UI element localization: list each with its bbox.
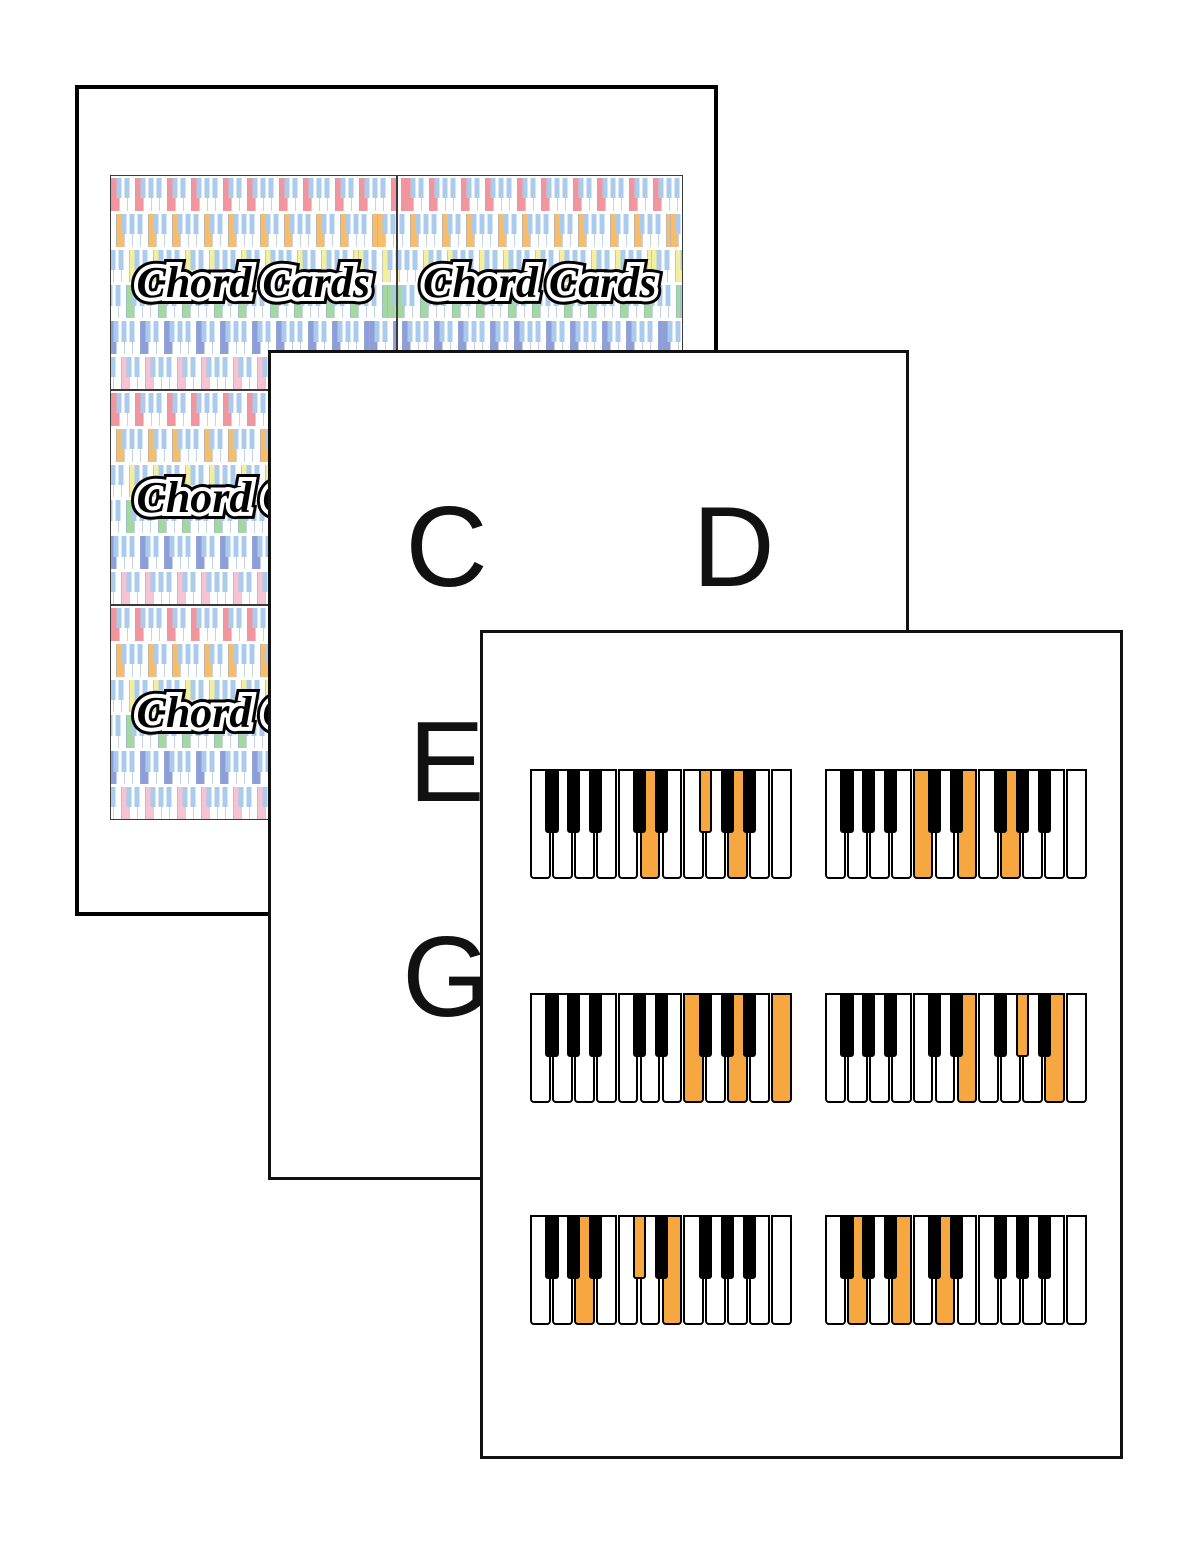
chord-letter-cell: G xyxy=(303,870,590,1085)
piano-pattern-stripe xyxy=(397,176,682,212)
black-key xyxy=(698,993,712,1057)
card-title-text: Chord Cards xyxy=(419,256,661,308)
piano-pattern-stripe xyxy=(397,283,682,320)
black-key xyxy=(567,769,581,833)
black-key-highlighted xyxy=(1015,993,1029,1057)
chord-letter: C xyxy=(405,483,488,611)
black-key xyxy=(949,993,964,1057)
white-key-highlighted xyxy=(771,993,792,1103)
black-key xyxy=(1037,993,1051,1057)
black-key xyxy=(949,769,964,833)
black-key xyxy=(698,1215,712,1279)
piano-pattern-stripe xyxy=(397,247,682,284)
black-key xyxy=(720,769,734,833)
piano-pattern-stripe xyxy=(111,247,396,284)
black-key xyxy=(884,1215,898,1279)
chord-keyboard-top-right xyxy=(825,769,1088,879)
chord-keyboard-middle-right xyxy=(825,993,1088,1103)
black-key xyxy=(742,769,756,833)
black-key xyxy=(862,993,876,1057)
black-key xyxy=(1015,1215,1029,1279)
page-chord-keyboards xyxy=(480,630,1123,1459)
piano-pattern-black-keys xyxy=(397,213,682,235)
black-key xyxy=(1037,769,1051,833)
black-key xyxy=(654,993,669,1057)
white-key xyxy=(1066,1215,1087,1325)
black-key xyxy=(993,769,1007,833)
piano-pattern-black-keys xyxy=(111,249,396,270)
black-key xyxy=(545,1215,559,1279)
black-key xyxy=(862,1215,876,1279)
black-key xyxy=(545,769,559,833)
black-key xyxy=(742,993,756,1057)
card-title-text: Chord Cards xyxy=(136,257,371,307)
card-title-text: Chord Cards xyxy=(422,257,657,307)
chord-letter-cell: D xyxy=(590,440,877,655)
black-key xyxy=(1015,769,1029,833)
black-key xyxy=(654,769,669,833)
black-key-highlighted xyxy=(632,1215,647,1279)
piano-pattern-black-keys xyxy=(397,285,682,306)
black-key xyxy=(993,993,1007,1057)
black-key xyxy=(632,769,647,833)
chord-keyboard-bottom-right xyxy=(825,1215,1088,1325)
black-key xyxy=(720,1215,734,1279)
black-key xyxy=(742,1215,756,1279)
card-title-text: Chord Cards xyxy=(132,256,374,308)
white-key xyxy=(1066,769,1087,879)
piano-pattern-stripe xyxy=(111,319,396,356)
piano-pattern-black-keys xyxy=(111,321,396,342)
piano-pattern-stripe xyxy=(397,319,682,356)
chord-letter-cell: C xyxy=(303,440,590,655)
white-key xyxy=(1066,993,1087,1103)
black-key xyxy=(567,993,581,1057)
chord-keyboard-top-left xyxy=(530,769,793,879)
black-key xyxy=(927,769,942,833)
piano-pattern-black-keys xyxy=(111,213,396,235)
black-key-highlighted xyxy=(698,769,712,833)
white-key xyxy=(771,769,792,879)
chord-letter: G xyxy=(402,913,491,1041)
black-key xyxy=(949,1215,964,1279)
black-key xyxy=(840,769,854,833)
black-key xyxy=(884,769,898,833)
black-key xyxy=(654,1215,669,1279)
black-key xyxy=(589,993,603,1057)
piano-pattern-black-keys xyxy=(397,249,682,270)
piano-pattern-black-keys xyxy=(111,285,396,306)
piano-pattern-black-keys xyxy=(397,321,682,342)
piano-pattern-black-keys xyxy=(397,178,682,199)
black-key xyxy=(993,1215,1007,1279)
piano-pattern-black-keys xyxy=(111,178,396,199)
card-title-text: Chord Cards xyxy=(416,253,664,311)
chord-letter: E xyxy=(408,698,485,826)
black-key xyxy=(589,769,603,833)
black-key xyxy=(567,1215,581,1279)
chord-letter-cell: E xyxy=(303,655,590,870)
black-key xyxy=(840,1215,854,1279)
black-key xyxy=(927,993,942,1057)
black-key xyxy=(884,993,898,1057)
piano-pattern-stripe xyxy=(111,176,396,212)
black-key xyxy=(862,769,876,833)
white-key xyxy=(771,1215,792,1325)
black-key xyxy=(840,993,854,1057)
black-key xyxy=(927,1215,942,1279)
chord-keyboard-middle-left xyxy=(530,993,793,1103)
piano-pattern-stripe xyxy=(111,211,396,248)
black-key xyxy=(545,993,559,1057)
black-key xyxy=(589,1215,603,1279)
chord-keyboard-bottom-left xyxy=(530,1215,793,1325)
card-title-text: Chord Cards xyxy=(129,253,377,311)
black-key xyxy=(632,993,647,1057)
piano-pattern-stripe xyxy=(111,283,396,320)
piano-pattern-stripe xyxy=(397,211,682,248)
chord-letter: D xyxy=(692,483,775,611)
black-key xyxy=(720,993,734,1057)
black-key xyxy=(1037,1215,1051,1279)
